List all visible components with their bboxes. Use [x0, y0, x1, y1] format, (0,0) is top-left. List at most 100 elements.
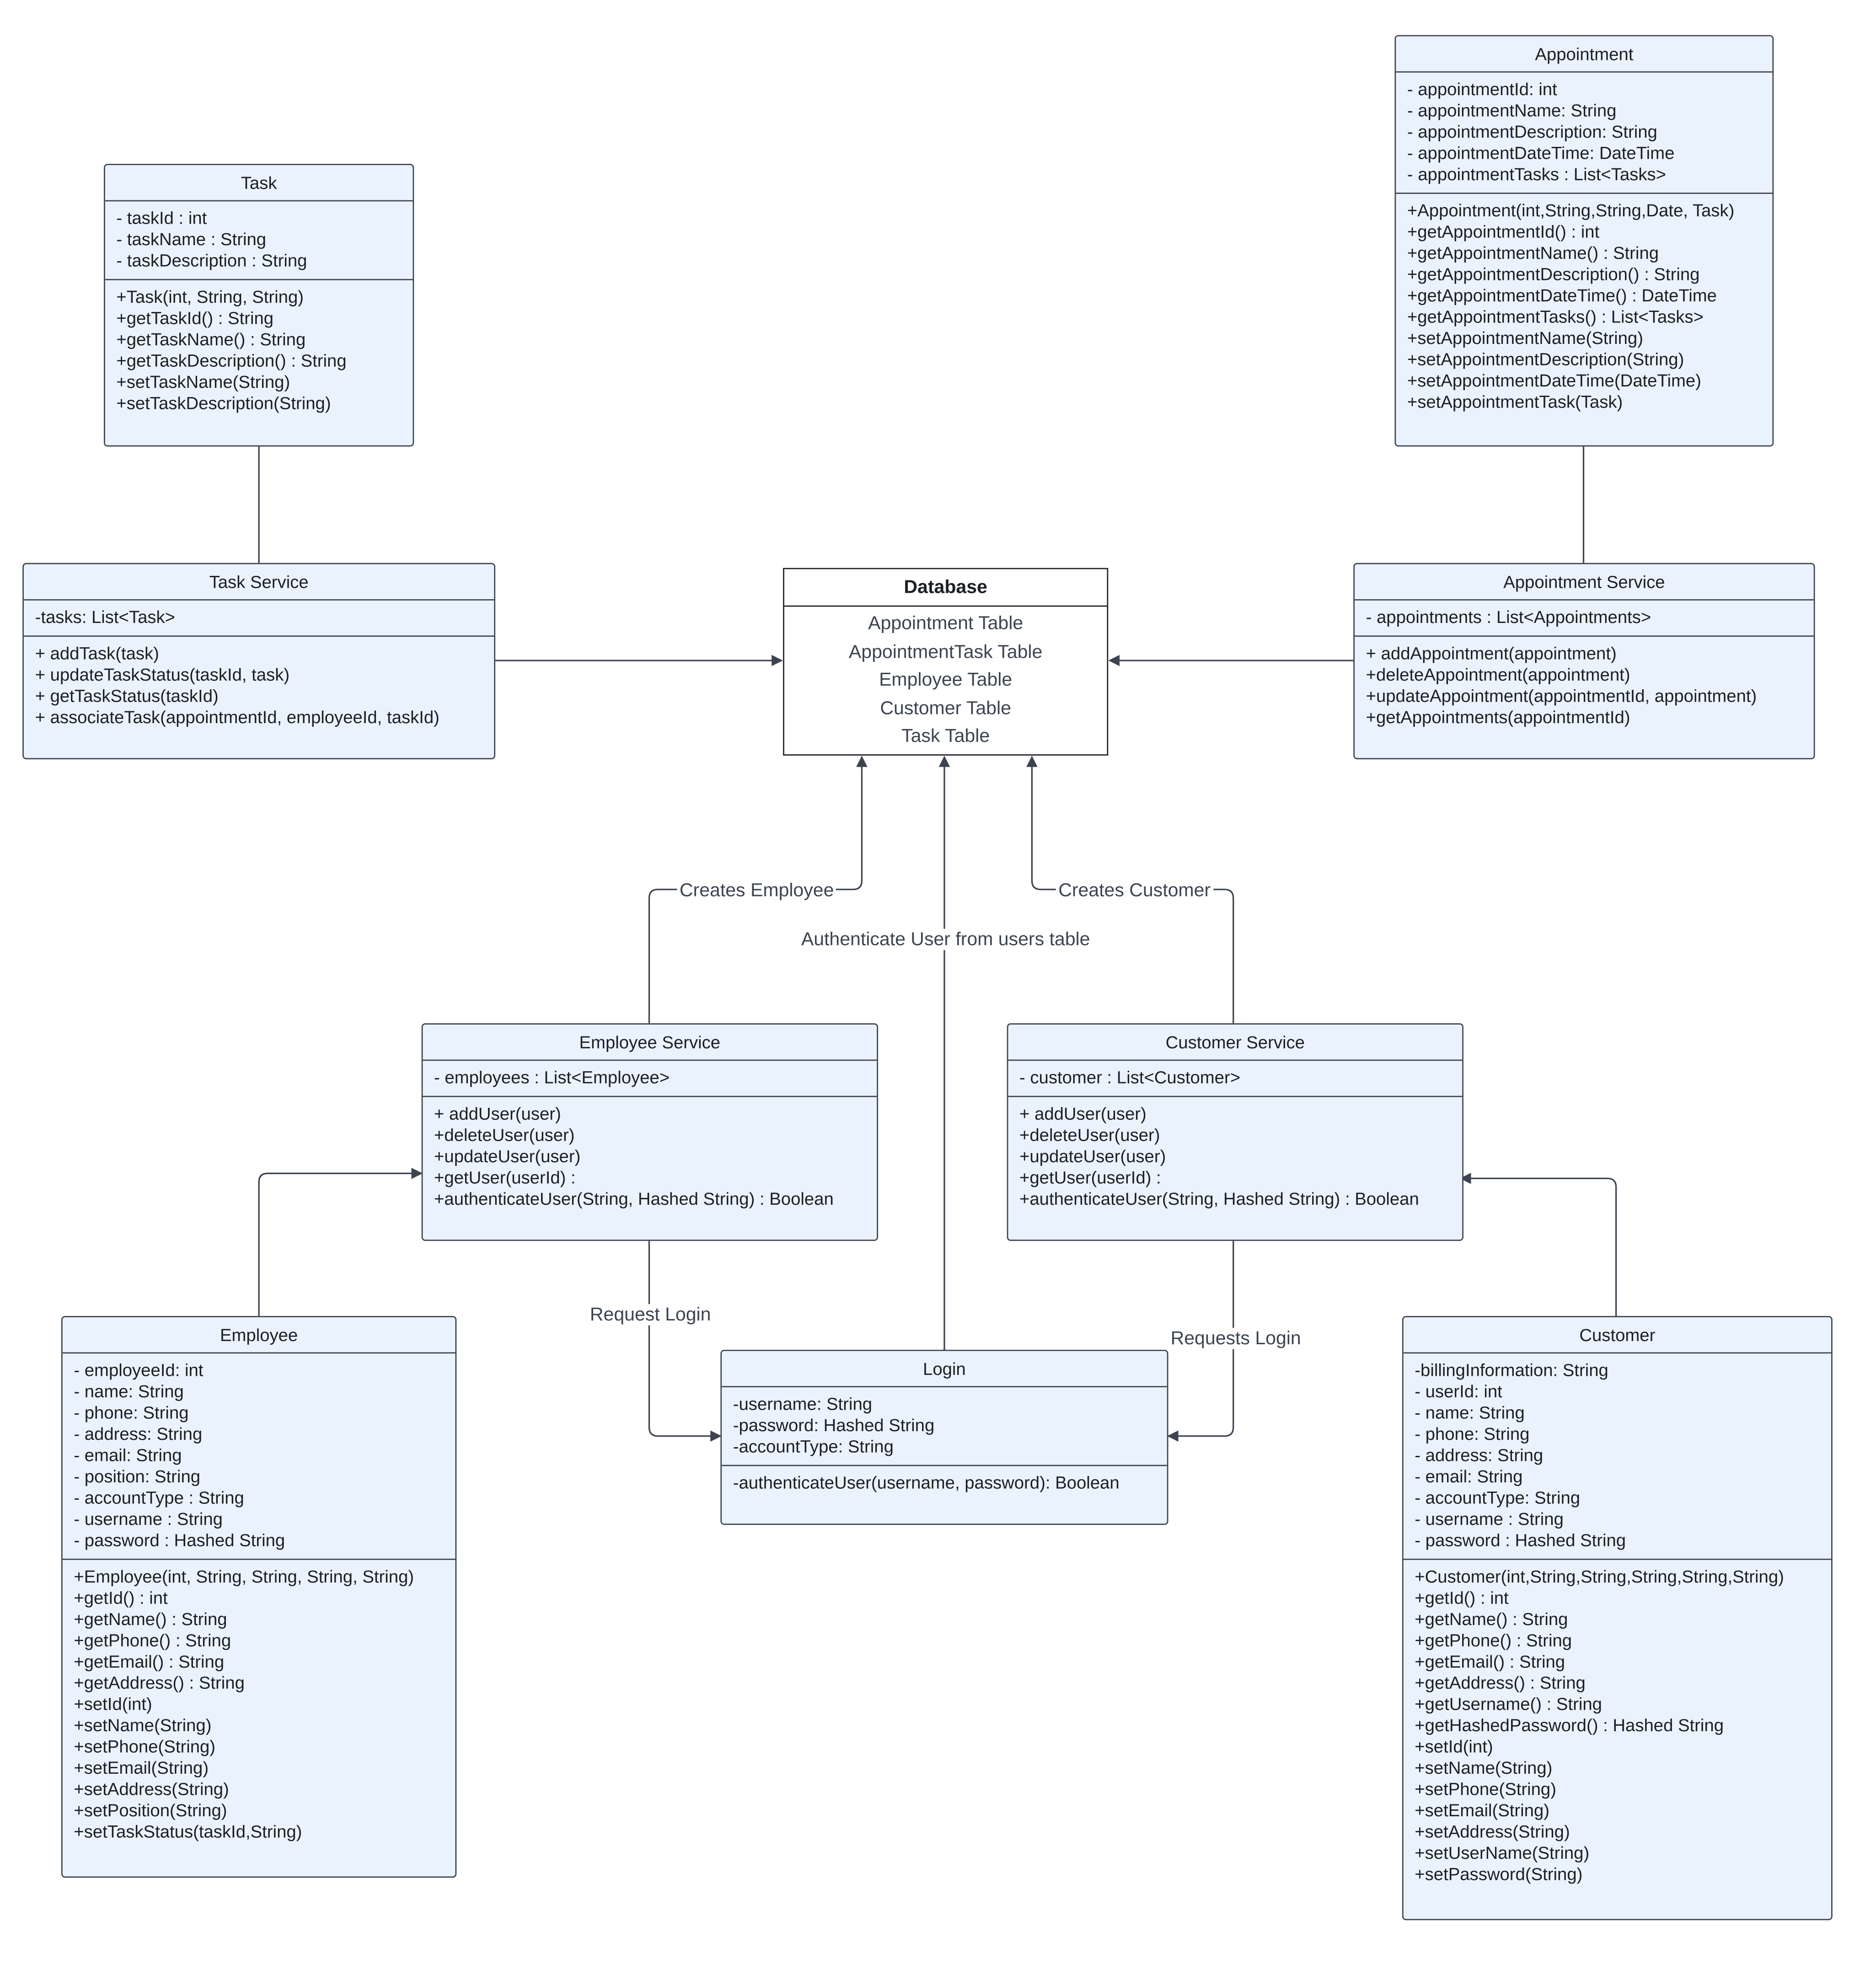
- attribute-item: - accountType : String: [74, 1487, 244, 1508]
- method-item: +getHashedPassword() : Hashed String: [1415, 1715, 1724, 1735]
- method-item: +setTaskStatus(taskId,String): [74, 1821, 302, 1841]
- class-name: Employee Service: [423, 1025, 877, 1061]
- attribute-item: - phone: String: [74, 1402, 189, 1422]
- method-item: +getPhone() : String: [1415, 1630, 1572, 1650]
- attribute-item: - taskId : int: [116, 208, 207, 228]
- edge-label-creates-employee: Creates Employee: [677, 880, 836, 902]
- methods-section: + addAppointment(appointment)+deleteAppo…: [1355, 637, 1814, 735]
- attributes-section: -username: String-password: Hashed Strin…: [722, 1387, 1167, 1466]
- method-item: +setPhone(String): [1415, 1779, 1556, 1799]
- class-name: Appointment Service: [1355, 564, 1814, 601]
- class-login[interactable]: Login-username: String-password: Hashed …: [720, 1350, 1168, 1525]
- method-item: +getId() : int: [1415, 1587, 1509, 1608]
- attributes-section: -billingInformation: String- userId: int…: [1403, 1353, 1832, 1560]
- class-employee[interactable]: Employee- employeeId: int- name: String-…: [61, 1316, 457, 1878]
- edge-label-authenticate-user: Authenticate User from users table: [799, 928, 1093, 950]
- attribute-item: -tasks: List<Task>: [35, 606, 176, 627]
- methods-section: +Employee(int, String, String, String, S…: [63, 1560, 456, 1851]
- class-name: Appointment: [1396, 36, 1773, 73]
- attribute-item: - employeeId: int: [74, 1359, 204, 1380]
- method-item: +deleteAppointment(appointment): [1366, 664, 1630, 685]
- attributes-section: - appointments : List<Appointments>: [1355, 601, 1814, 637]
- method-item: + addUser(user): [434, 1103, 561, 1124]
- method-item: +setEmail(String): [1415, 1800, 1550, 1820]
- method-item: +authenticateUser(String, Hashed String)…: [1019, 1188, 1419, 1209]
- method-item: +authenticateUser(String, Hashed String)…: [434, 1188, 834, 1209]
- method-item: +Appointment(int,String,String,Date, Tas…: [1407, 200, 1735, 220]
- attribute-item: - appointmentTasks : List<Tasks>: [1407, 164, 1667, 184]
- edge-label-requests-login: Requests Login: [1168, 1328, 1304, 1349]
- database-title: Database: [784, 569, 1107, 607]
- method-item: +getTaskId() : String: [116, 307, 274, 328]
- methods-section: +Task(int, String, String)+getTaskId() :…: [105, 280, 413, 422]
- method-item: +getAppointmentDescription() : String: [1407, 264, 1700, 284]
- edge-employee-service-request-login: [648, 1241, 722, 1442]
- attribute-item: - taskDescription : String: [116, 250, 307, 270]
- class-task-service[interactable]: Task Service-tasks: List<Task>+ addTask(…: [22, 563, 496, 760]
- method-item: +setAppointmentName(String): [1407, 327, 1643, 348]
- method-item: +getAppointments(appointmentId): [1366, 707, 1630, 727]
- attribute-item: -accountType: String: [733, 1436, 894, 1456]
- attribute-item: - address: String: [74, 1423, 203, 1444]
- method-item: +setAppointmentTask(Task): [1407, 392, 1623, 412]
- edge-customer-service-requests-login: [1167, 1241, 1234, 1442]
- methods-section: -authenticateUser(username, password): B…: [722, 1466, 1167, 1501]
- class-appointment-service[interactable]: Appointment Service- appointments : List…: [1353, 563, 1815, 760]
- attribute-item: - taskName : String: [116, 229, 267, 249]
- database-box[interactable]: Database Appointment Table AppointmentTa…: [783, 568, 1109, 756]
- attribute-item: - password : Hashed String: [1415, 1529, 1626, 1550]
- attributes-section: - appointmentId: int- appointmentName: S…: [1396, 73, 1773, 194]
- method-item: +getName() : String: [74, 1609, 227, 1629]
- method-item: +getUsername() : String: [1415, 1694, 1602, 1714]
- method-item: +Customer(int,String,String,String,Strin…: [1415, 1566, 1784, 1586]
- method-item: + addTask(task): [35, 643, 159, 663]
- method-item: + addAppointment(appointment): [1366, 643, 1617, 663]
- method-item: +getTaskDescription() : String: [116, 350, 347, 370]
- methods-section: + addUser(user)+deleteUser(user)+updateU…: [423, 1097, 877, 1218]
- method-item: +Employee(int, String, String, String, S…: [74, 1566, 414, 1586]
- edge-label-creates-customer: Creates Customer: [1056, 880, 1213, 902]
- method-item: +getPhone() : String: [74, 1630, 231, 1650]
- method-item: +getAppointmentDateTime() : DateTime: [1407, 285, 1717, 306]
- method-item: +setTaskName(String): [116, 371, 290, 392]
- method-item: +getEmail() : String: [1415, 1651, 1565, 1671]
- method-item: +getId() : int: [74, 1587, 168, 1608]
- attribute-item: - employees : List<Employee>: [434, 1067, 670, 1087]
- method-item: +setName(String): [1415, 1757, 1553, 1778]
- attributes-section: - employees : List<Employee>: [423, 1061, 877, 1097]
- attribute-item: - address: String: [1415, 1444, 1544, 1465]
- method-item: + getTaskStatus(taskId): [35, 685, 219, 706]
- method-item: +updateUser(user): [434, 1146, 581, 1166]
- method-item: +getAppointmentName() : String: [1407, 242, 1659, 263]
- method-item: +setTaskDescription(String): [116, 392, 331, 413]
- class-employee-service[interactable]: Employee Service - employees : List<Emplo…: [421, 1023, 878, 1241]
- method-item: +setPhone(String): [74, 1736, 216, 1756]
- method-item: +setUserName(String): [1415, 1842, 1590, 1863]
- class-task[interactable]: Task - taskId : int- taskName : String- t…: [104, 164, 414, 447]
- method-item: +Task(int, String, String): [116, 286, 304, 307]
- attributes-section: - employeeId: int- name: String- phone: …: [62, 1353, 456, 1560]
- attribute-item: - appointmentDescription: String: [1407, 121, 1657, 142]
- attribute-item: - accountType: String: [1415, 1487, 1581, 1508]
- class-customer-service[interactable]: Customer Service- customer : List<Custom…: [1007, 1023, 1463, 1241]
- method-item: +setAddress(String): [1415, 1821, 1570, 1841]
- database-table-item: Customer Table: [880, 697, 1011, 719]
- method-item: +getAddress() : String: [74, 1672, 245, 1693]
- method-item: +getName() : String: [1415, 1609, 1568, 1629]
- database-tables: Appointment Table AppointmentTask Table …: [784, 606, 1107, 751]
- attribute-item: - appointmentName: String: [1407, 100, 1617, 120]
- method-item: +setName(String): [74, 1715, 212, 1735]
- attribute-item: - appointmentDateTime: DateTime: [1407, 142, 1675, 163]
- database-table-item: AppointmentTask Table: [848, 641, 1043, 663]
- attribute-item: - userId: int: [1415, 1381, 1502, 1401]
- database-table-item: Employee Table: [879, 669, 1013, 691]
- attribute-item: -billingInformation: String: [1415, 1359, 1608, 1380]
- methods-section: +Customer(int,String,String,String,Strin…: [1404, 1560, 1831, 1893]
- method-item: +updateAppointment(appointmentId, appoin…: [1366, 685, 1757, 706]
- attribute-item: - username : String: [74, 1508, 223, 1529]
- attribute-item: - customer : List<Customer>: [1019, 1067, 1241, 1087]
- class-appointment[interactable]: Appointment- appointmentId: int- appoint…: [1394, 35, 1774, 447]
- class-name: Task: [105, 165, 413, 202]
- class-customer[interactable]: Customer-billingInformation: String- use…: [1402, 1316, 1833, 1921]
